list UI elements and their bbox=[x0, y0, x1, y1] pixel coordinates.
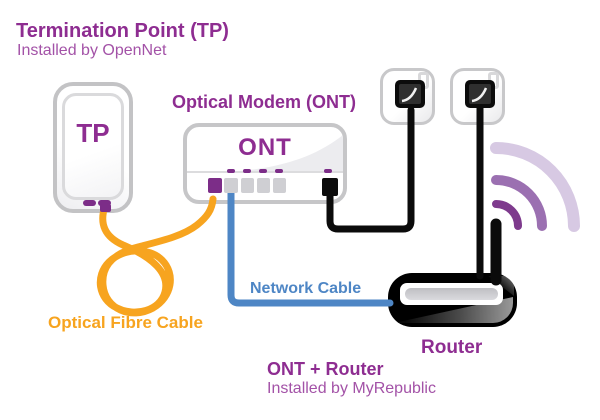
plug-face bbox=[399, 84, 421, 104]
ont-port-phone bbox=[322, 178, 338, 196]
wifi-signal-icon bbox=[490, 142, 580, 232]
ont-led bbox=[243, 169, 251, 173]
ont-port-lan bbox=[257, 178, 270, 193]
ont-port-lan bbox=[241, 178, 254, 193]
fibre-cable-label: Optical Fibre Cable bbox=[48, 313, 203, 332]
ont-device-label: ONT bbox=[238, 134, 292, 161]
tp-device-label: TP bbox=[76, 118, 110, 148]
wifi-arc-inner bbox=[492, 200, 522, 230]
network-cable-label: Network Cable bbox=[250, 280, 362, 297]
page-title: Termination Point (TP) bbox=[16, 20, 229, 42]
tp-port bbox=[98, 200, 111, 206]
footer-title: ONT + Router bbox=[267, 359, 384, 379]
router-label: Router bbox=[421, 337, 483, 358]
socket-plug-2 bbox=[465, 80, 495, 108]
router-device bbox=[388, 273, 517, 327]
ont-port-fibre bbox=[208, 178, 222, 193]
fibre-cable-line bbox=[96, 195, 217, 317]
ont-shading bbox=[239, 135, 343, 171]
router-front-slot bbox=[400, 283, 503, 305]
wifi-arc-middle bbox=[491, 175, 547, 231]
ont-caption: Optical Modem (ONT) bbox=[172, 92, 356, 112]
ont-led bbox=[259, 169, 267, 173]
ont-led bbox=[275, 169, 283, 173]
page-subtitle: Installed by OpenNet bbox=[17, 42, 167, 59]
tp-cable-connector bbox=[100, 204, 111, 212]
plug-face bbox=[469, 84, 491, 104]
ont-led bbox=[324, 169, 332, 173]
ont-port-lan bbox=[224, 178, 238, 193]
ont-port-lan bbox=[273, 178, 286, 193]
router-slot-bar bbox=[405, 288, 498, 300]
wifi-arc-outer bbox=[490, 142, 580, 232]
footer-subtitle: Installed by MyRepublic bbox=[267, 380, 436, 397]
plug-shine-icon bbox=[471, 87, 488, 103]
tp-device-panel: TP bbox=[62, 93, 124, 200]
ont-led bbox=[227, 169, 235, 173]
tp-port bbox=[83, 200, 96, 206]
tp-device: TP bbox=[53, 82, 133, 213]
socket-plug-1 bbox=[395, 80, 425, 108]
plug-shine-icon bbox=[401, 87, 418, 103]
